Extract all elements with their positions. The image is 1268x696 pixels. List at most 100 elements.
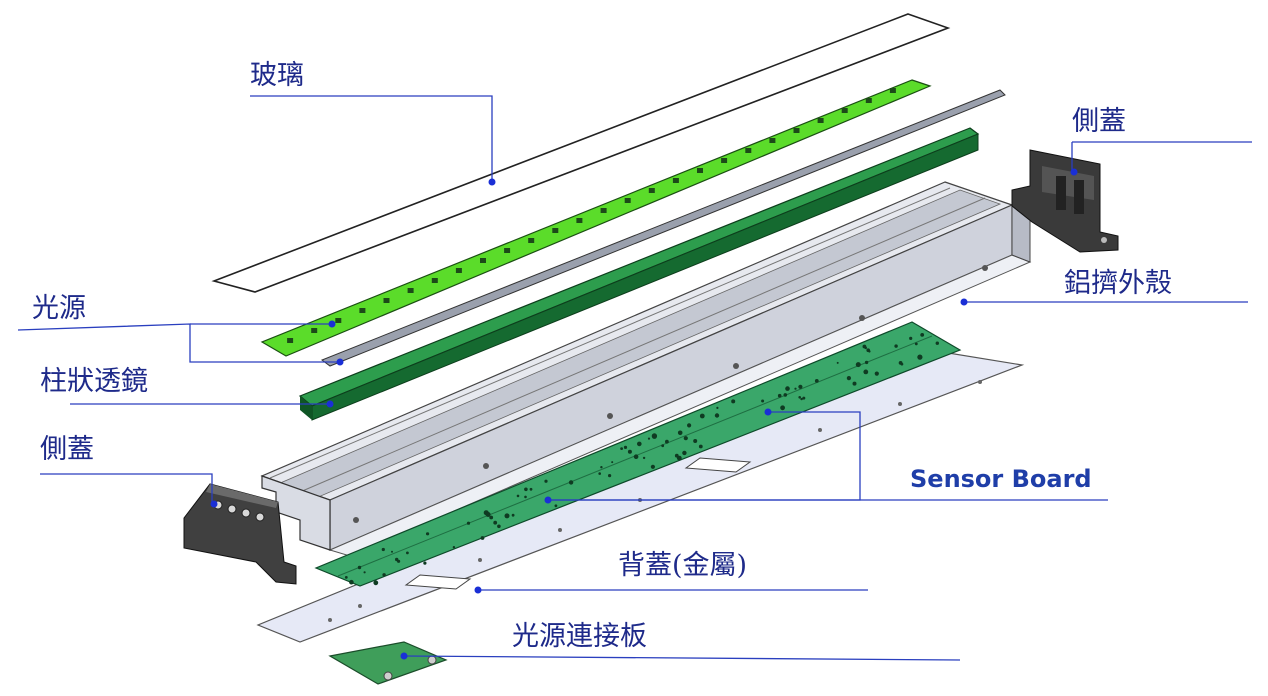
pcb-component	[683, 436, 688, 441]
glass-plate	[211, 13, 951, 293]
led-chip	[383, 298, 390, 303]
pcb-component	[780, 405, 785, 411]
label-side-cover-right: 側蓋	[1072, 106, 1126, 137]
pcb-component	[864, 360, 869, 365]
led-chip	[431, 278, 438, 283]
led-chip	[648, 188, 655, 193]
pcb-component	[344, 576, 348, 579]
pcb-component	[864, 346, 867, 350]
pcb-component	[731, 399, 736, 404]
anchor-dots	[210, 168, 1078, 660]
pcb-component	[623, 445, 628, 449]
pcb-component	[554, 504, 558, 508]
pcb-component	[914, 342, 918, 346]
pcb-component	[777, 393, 782, 398]
pcb-component	[798, 396, 801, 399]
pcb-component	[785, 386, 790, 391]
pcb-component	[608, 474, 612, 478]
pcb-component	[466, 521, 471, 525]
pcb-component	[894, 344, 898, 348]
pcb-component	[846, 376, 852, 381]
pcb-component	[677, 430, 683, 436]
pcb-component	[716, 406, 719, 409]
pcb-component	[397, 559, 401, 563]
leader-lines	[17, 95, 1252, 661]
pcb-component	[798, 384, 803, 389]
led-chip	[672, 178, 679, 183]
led-chip	[455, 268, 462, 273]
pcb-component	[516, 494, 520, 498]
led-chip	[841, 108, 848, 113]
led-chip	[769, 138, 776, 143]
pcb-component	[920, 333, 925, 337]
light-guide-rail	[320, 89, 1006, 367]
led-chip	[624, 198, 631, 203]
led-chip	[721, 158, 728, 163]
pcb-component	[637, 441, 642, 447]
label-light-source-connector-board: 光源連接板	[512, 621, 647, 652]
led-chip	[335, 318, 342, 323]
side-cover-left	[183, 483, 297, 585]
pcb-component	[423, 561, 427, 565]
pcb-component	[650, 464, 656, 469]
pcb-component	[480, 536, 485, 540]
led-chip	[311, 328, 318, 333]
label-glass: 玻璃	[250, 60, 304, 91]
pcb-component	[698, 444, 703, 449]
pcb-component	[529, 487, 533, 491]
pcb-component	[357, 565, 362, 570]
pcb-component	[814, 379, 819, 383]
pcb-component	[373, 580, 379, 586]
pcb-component	[504, 513, 510, 519]
pcb-component	[647, 437, 651, 440]
rod-lens	[298, 127, 980, 421]
aluminum-housing	[260, 181, 1032, 557]
pcb-component	[426, 532, 430, 536]
led-chip	[600, 208, 607, 213]
label-aluminum-housing: 鋁擠外殼	[1064, 268, 1172, 299]
label-sensor-board: Sensor Board	[910, 465, 1092, 493]
pcb-component	[633, 454, 639, 460]
pcb-component	[682, 450, 687, 456]
sensor-board	[314, 321, 962, 587]
pcb-component	[511, 513, 515, 517]
led-chip	[359, 308, 366, 313]
pcb-component	[863, 369, 869, 375]
pcb-component	[600, 466, 603, 469]
led-chip	[865, 98, 872, 103]
pcb-component	[651, 433, 658, 439]
pcb-component	[665, 439, 669, 444]
pcb-component	[544, 479, 548, 483]
pcb-component	[836, 361, 839, 364]
pcb-component	[693, 439, 698, 443]
pcb-component	[783, 393, 788, 397]
pcb-component	[761, 399, 765, 403]
side-cover-right	[1011, 149, 1119, 253]
pcb-component	[406, 551, 409, 555]
light-source-connector-board	[328, 641, 448, 685]
pcb-component	[917, 354, 923, 360]
led-chip	[793, 128, 800, 133]
label-rod-lens: 柱狀透鏡	[40, 366, 148, 397]
pcb-component	[935, 341, 939, 345]
led-chip	[552, 228, 559, 233]
pcb-component	[855, 362, 861, 368]
pcb-component	[874, 371, 879, 376]
pcb-component	[391, 550, 393, 553]
pcb-component	[524, 495, 527, 499]
pcb-component	[802, 396, 806, 400]
pcb-component	[497, 524, 501, 529]
pcb-component	[900, 362, 904, 366]
pcb-component	[676, 455, 682, 461]
pcb-component	[598, 472, 601, 475]
pcb-component	[489, 515, 494, 520]
led-chip	[528, 238, 535, 243]
pcb-component	[493, 520, 498, 525]
pcb-component	[699, 413, 705, 419]
led-chip	[287, 338, 294, 343]
pcb-component	[452, 546, 456, 549]
pcb-component	[642, 456, 646, 460]
pcb-component	[800, 397, 803, 401]
pcb-component	[661, 444, 665, 448]
label-back-cover: 背蓋(金屬)	[618, 550, 748, 581]
